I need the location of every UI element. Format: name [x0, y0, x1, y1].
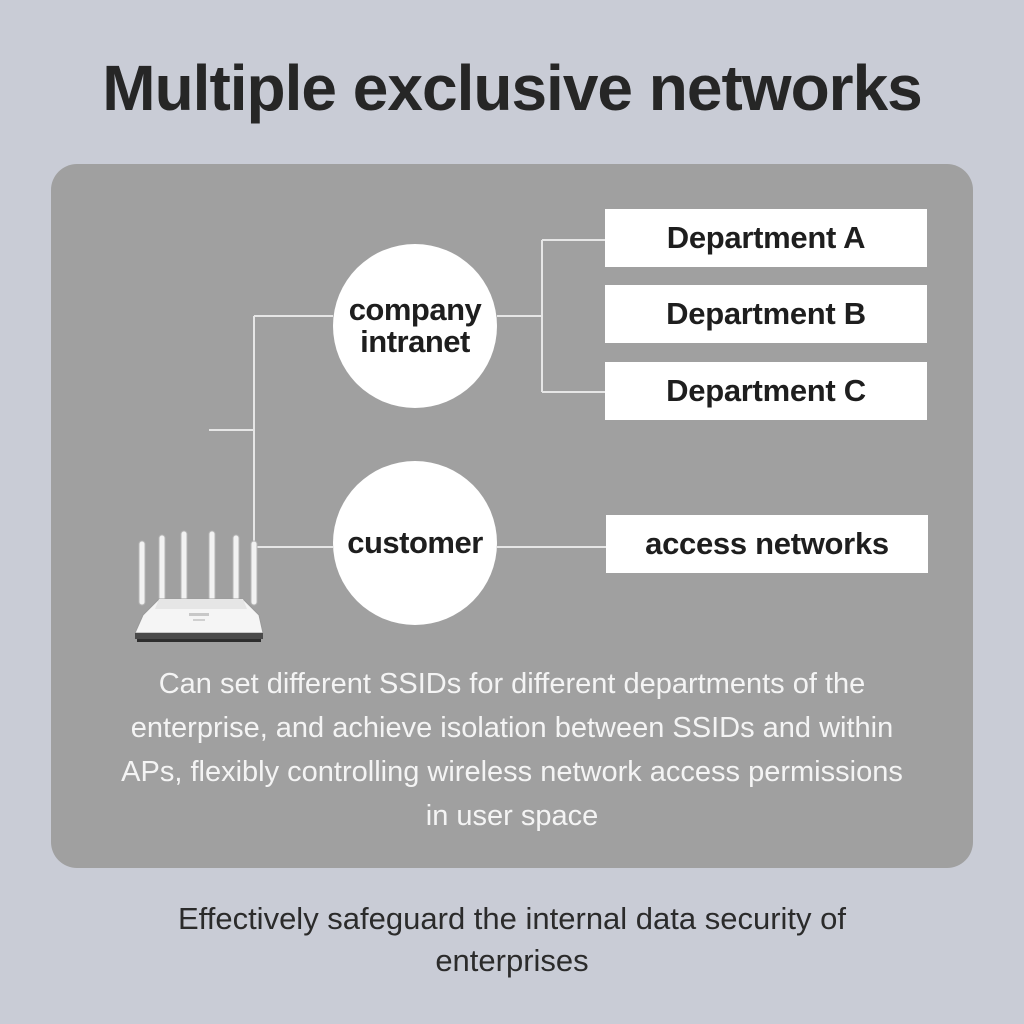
- description-text: Can set different SSIDs for different de…: [121, 668, 903, 832]
- company-intranet-node: company intranet: [333, 244, 497, 408]
- department-a-box: Department A: [605, 209, 927, 267]
- connector-lines: [209, 239, 606, 548]
- department-b-box: Department B: [605, 285, 927, 343]
- access-networks-box: access networks: [606, 515, 928, 573]
- customer-node: customer: [333, 461, 497, 625]
- footer-text: Effectively safeguard the internal data …: [177, 901, 847, 978]
- page-title: Multiple exclusive networks: [102, 52, 923, 124]
- department-c-box: Department C: [605, 362, 927, 420]
- diagram-panel: company intranet customer Department A D…: [51, 164, 973, 868]
- wifi-router-icon: [134, 530, 264, 642]
